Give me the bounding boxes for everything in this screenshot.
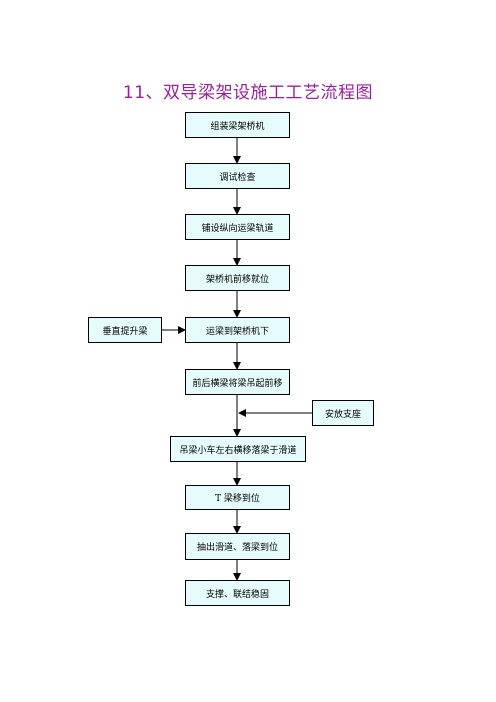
side-step-vertical-lift: 垂直提升梁 (88, 317, 162, 343)
side-step-install-bearing: 安放支座 (312, 400, 374, 426)
step-erector-move-forward: 架桥机前移就位 (185, 265, 290, 291)
step-trolley-lateral-move: 吊梁小车左右横移落梁于滑道 (170, 436, 306, 462)
step-support-connect: 支撑、联结稳固 (185, 580, 290, 606)
step-t-beam-in-place: T 梁移到位 (185, 485, 290, 510)
step-lift-beam-forward: 前后横梁将梁吊起前移 (185, 369, 290, 395)
step-lay-longitudinal-track: 铺设纵向运梁轨道 (185, 214, 290, 240)
step-debug-check: 调试检查 (185, 163, 290, 189)
step-transport-beam: 运梁到架桥机下 (185, 317, 290, 343)
step-remove-slideway: 抽出滑道、落梁到位 (185, 533, 290, 560)
step-assemble-bridge-erector: 组装梁架桥机 (185, 112, 290, 138)
page-title: 11、双导梁架设施工工艺流程图 (122, 83, 374, 103)
